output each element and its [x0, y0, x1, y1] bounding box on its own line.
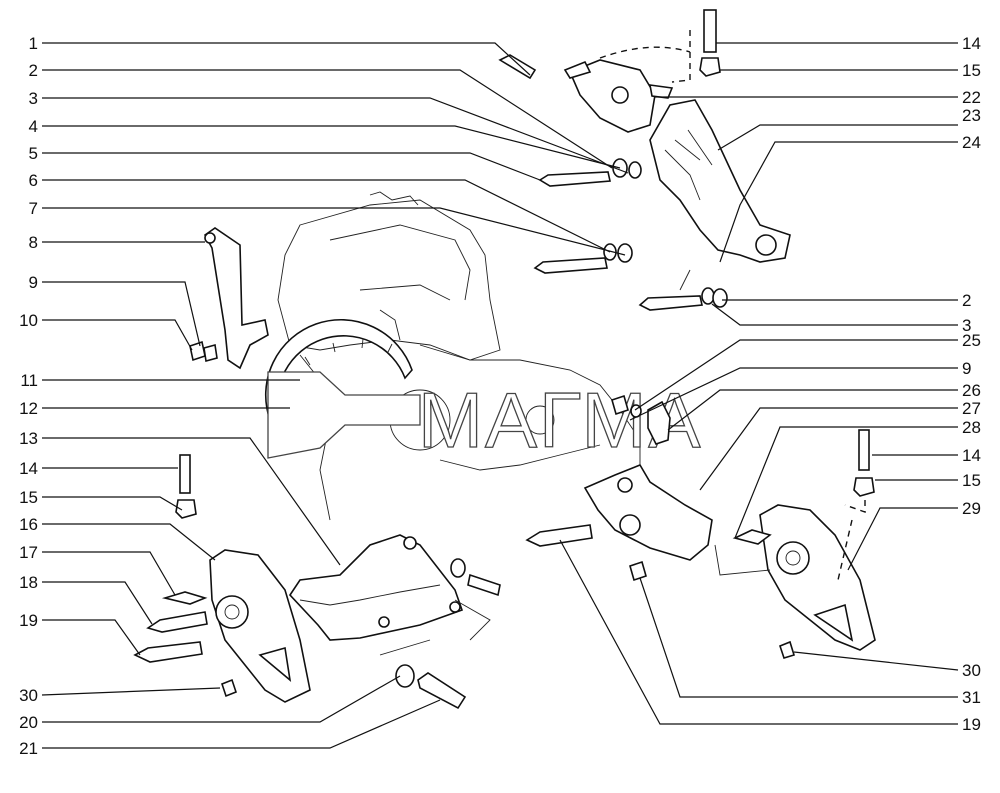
- callout-25: 25: [962, 331, 981, 350]
- callout-17: 17: [19, 543, 38, 562]
- callout-14: 14: [19, 459, 38, 478]
- mount-26-bolt-25: [611, 394, 671, 445]
- dashed-arrow-right: [844, 500, 866, 513]
- bolt-18: [146, 611, 208, 633]
- callout-15: 15: [19, 488, 38, 507]
- callout-21: 21: [19, 739, 38, 758]
- engine-gearbox-outline: [277, 191, 641, 521]
- stud-14-right: [853, 429, 875, 497]
- callout-30: 30: [19, 686, 38, 705]
- bolt-19-left: [133, 641, 203, 663]
- mount-29: [759, 504, 876, 651]
- callout-11: 11: [20, 371, 38, 390]
- clip-28: [732, 529, 772, 545]
- callout-23: 23: [962, 106, 981, 125]
- callout-22: 22: [962, 88, 981, 107]
- bolt-30-left: [221, 678, 237, 698]
- bracket-27: [583, 464, 713, 561]
- alignment-lines: [379, 269, 771, 656]
- callout-26: 26: [962, 381, 981, 400]
- callout-labels-left: 1 2 3 4 5 6 7 8 9 10 11 12 13 14 15 16 1…: [19, 34, 38, 758]
- bolt-long-upper: [538, 158, 642, 187]
- callout-19-right: 19: [962, 715, 981, 734]
- callout-5: 5: [29, 144, 38, 163]
- callout-31: 31: [962, 688, 981, 707]
- callout-1: 1: [29, 34, 38, 53]
- callout-16: 16: [19, 515, 38, 534]
- callout-2: 2: [29, 61, 38, 80]
- bolt-right-2-3: [638, 287, 728, 311]
- callout-19: 19: [19, 611, 38, 630]
- callout-6: 6: [29, 171, 38, 190]
- upper-mount-22: [563, 59, 674, 133]
- callout-12: 12: [19, 399, 38, 418]
- bolt-long-lower: [533, 243, 633, 274]
- stud-14-left: [175, 454, 197, 519]
- leader-lines-right: [559, 42, 959, 725]
- bracket-23: [649, 99, 791, 263]
- bolt-19-right: [525, 524, 593, 547]
- nut-31: [629, 560, 647, 582]
- washer-20-bolt-21: [395, 664, 467, 710]
- callout-14-right: 14: [962, 446, 981, 465]
- callout-3: 3: [29, 89, 38, 108]
- callout-24: 24: [962, 133, 981, 152]
- mount-16: [209, 549, 311, 703]
- callout-15-right: 15: [962, 471, 981, 490]
- callout-9-right: 9: [962, 359, 971, 378]
- callout-10: 10: [19, 311, 38, 330]
- callout-13: 13: [19, 429, 38, 448]
- leader-lines-left: [41, 42, 629, 749]
- callout-18: 18: [19, 573, 38, 592]
- stud-14-top: [699, 9, 721, 77]
- callout-9: 9: [29, 273, 38, 292]
- callout-7: 7: [29, 199, 38, 218]
- callout-28: 28: [962, 418, 981, 437]
- clip-17: [161, 591, 208, 605]
- callout-30-right: 30: [962, 661, 981, 680]
- callout-29: 29: [962, 499, 981, 518]
- bracket-13: [288, 534, 501, 641]
- bolt-30-right: [779, 640, 796, 659]
- nuts-9-10: [189, 340, 218, 363]
- bracket-8: [203, 227, 269, 370]
- callout-2-right: 2: [962, 291, 971, 310]
- callout-15-top: 15: [962, 61, 981, 80]
- callout-14-top: 14: [962, 34, 981, 53]
- callout-27: 27: [962, 399, 981, 418]
- dashed-guide-top: [671, 30, 691, 83]
- dashed-arrow-top: [599, 46, 691, 59]
- callout-8: 8: [29, 233, 38, 252]
- callout-3-right: 3: [962, 316, 971, 335]
- watermark-logo: МАГМА: [267, 371, 701, 465]
- callout-labels-right: 14 15 22 23 24 2 3 25 9 26 27 28 14 15 2…: [962, 34, 981, 734]
- callout-20: 20: [19, 713, 38, 732]
- callout-4: 4: [29, 117, 38, 136]
